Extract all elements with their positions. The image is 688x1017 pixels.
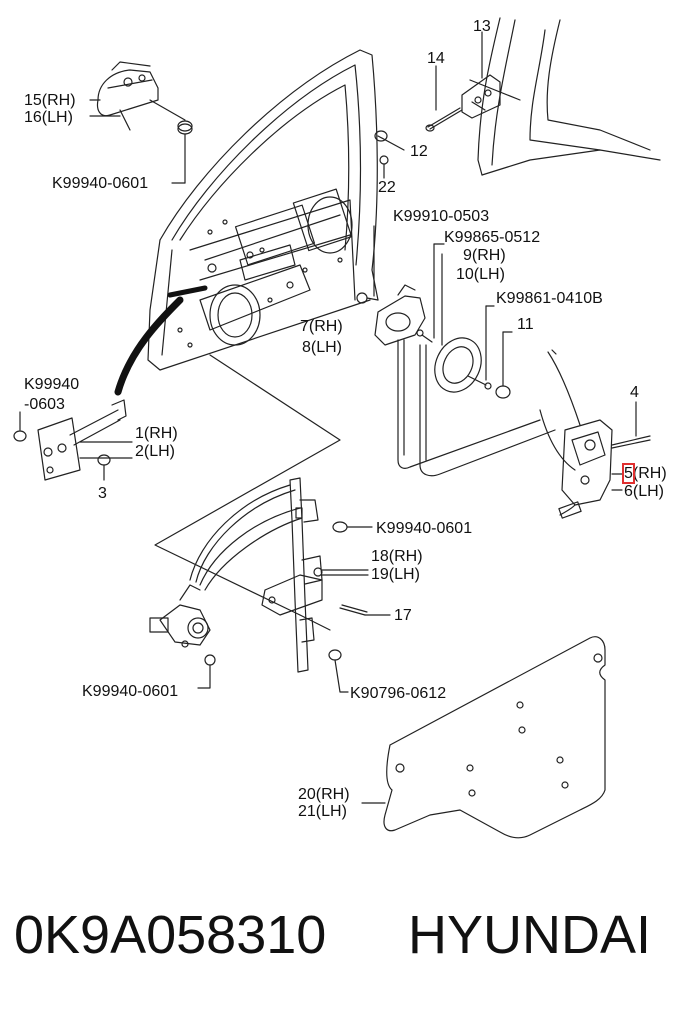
callout-k99910-0503: K99910-0503 <box>393 208 490 225</box>
callout-4: 4 <box>630 384 639 401</box>
callout-k99940-0601-mid: K99940-0601 <box>376 520 473 537</box>
callout-21-lh: 21(LH) <box>298 803 347 820</box>
leaders-handle <box>433 243 495 381</box>
callout-8-lh: 8(LH) <box>302 339 343 356</box>
callout-k99940-0601-bottom: K99940-0601 <box>82 683 179 700</box>
callout-18-rh: 18(RH) <box>371 548 423 565</box>
part-7-inner-handle <box>356 225 426 346</box>
callout-3: 3 <box>98 485 107 502</box>
part-number: 0K9A058310 <box>14 905 327 965</box>
callout-k99940-0603-b: -0603 <box>24 396 65 413</box>
callout-5-highlight: 5 <box>622 463 635 484</box>
callout-6-lh: 6(LH) <box>624 483 665 500</box>
leaders-top <box>89 31 483 179</box>
regulator-motor <box>149 584 216 689</box>
callout-k99940-0603-a: K99940 <box>24 376 80 393</box>
part-11-cap <box>495 331 513 399</box>
regulator-assembly <box>189 477 369 673</box>
brand-name: HYUNDAI <box>408 905 652 965</box>
callout-5-suffix: (RH) <box>632 465 667 482</box>
panel-boundary <box>154 354 341 631</box>
part-15-outer-handle <box>96 61 186 131</box>
part-14-screw <box>425 107 463 132</box>
callout-14: 14 <box>427 50 445 67</box>
part-17-bolt <box>339 604 391 616</box>
part-13-striker <box>461 74 501 119</box>
door-exploded-diagram <box>13 17 661 839</box>
callout-5-rh: 5(RH) <box>622 463 667 484</box>
part-20-panel <box>361 636 606 839</box>
leaders-latch <box>611 473 623 491</box>
part-1-door-check <box>37 399 133 481</box>
callout-k90796-0612: K90796-0612 <box>350 685 447 702</box>
nut-k0601a <box>171 120 193 184</box>
nut-k0601b <box>332 521 373 533</box>
part-9-bezel <box>416 329 482 393</box>
latch-rods <box>397 339 581 477</box>
callout-13: 13 <box>473 18 491 35</box>
callout-20-rh: 20(RH) <box>298 786 350 803</box>
body-pillar <box>469 17 661 176</box>
callout-7-rh: 7(RH) <box>300 318 343 335</box>
callout-22: 22 <box>378 179 396 196</box>
door-inner-panel <box>177 188 353 348</box>
callout-k99861-0410b: K99861-0410B <box>496 290 603 307</box>
callout-19-lh: 19(LH) <box>371 566 420 583</box>
callout-16-lh: 16(LH) <box>24 109 73 126</box>
callout-12: 12 <box>410 143 428 160</box>
door-frame <box>147 49 379 371</box>
callout-2-lh: 2(LH) <box>135 443 176 460</box>
nut-k0603 <box>13 411 27 442</box>
callout-1-rh: 1(RH) <box>135 425 178 442</box>
callout-11: 11 <box>517 316 534 333</box>
callout-17: 17 <box>394 607 412 624</box>
callout-9-rh: 9(RH) <box>463 247 506 264</box>
bolt-k0612 <box>328 649 349 693</box>
part-5-latch <box>558 401 651 519</box>
part-3-bolt <box>97 454 111 481</box>
callout-10-lh: 10(LH) <box>456 266 505 283</box>
screw-0410b <box>467 375 492 390</box>
footer: 0K9A058310 HYUNDAI <box>0 900 688 980</box>
callout-k99865-0512: K99865-0512 <box>444 229 541 246</box>
callout-15-rh: 15(RH) <box>24 92 76 109</box>
callout-k99940-0601-top: K99940-0601 <box>52 175 149 192</box>
wiring-harness <box>114 285 208 396</box>
